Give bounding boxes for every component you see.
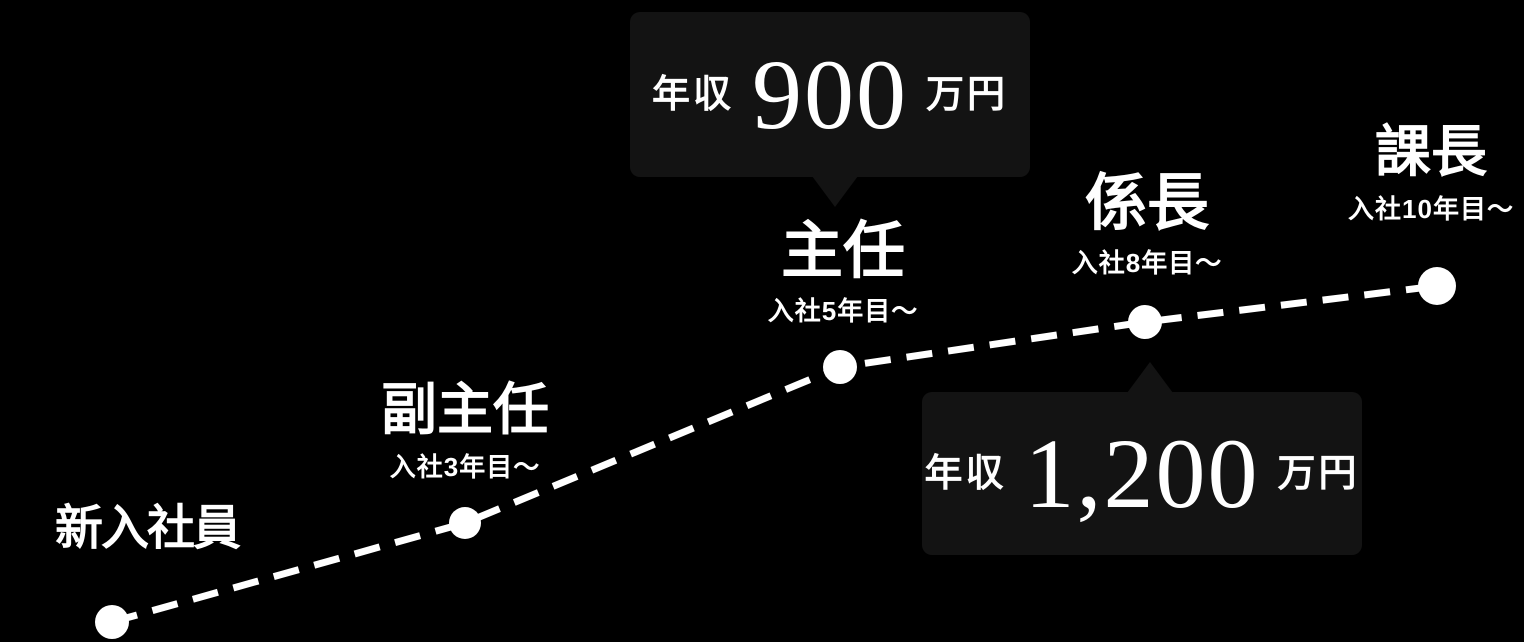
salary-callout-1200: 年収 1,200 万円 — [922, 362, 1362, 555]
salary-suffix-label: 万円 — [926, 73, 1009, 116]
salary-callout-900: 年収 900 万円 — [630, 12, 1030, 207]
career-step-kacho: 課長 入社10年目～ — [1348, 120, 1514, 226]
career-step-kakaricho: 係長 入社8年目～ — [1072, 171, 1222, 280]
salary-suffix-label: 万円 — [1277, 452, 1360, 495]
career-step-shunin: 主任 入社5年目～ — [768, 219, 918, 328]
callout-pointer-down-icon — [812, 176, 858, 207]
career-step-shinnyushain: 新入社員 — [54, 502, 241, 555]
salary-prefix-label: 年収 — [924, 452, 1007, 495]
milestone-dot-shunin — [823, 350, 857, 384]
step-tenure-label: 入社3年目～ — [389, 451, 541, 482]
step-tenure-label: 入社8年目～ — [1071, 248, 1223, 279]
step-title: 主任 — [780, 217, 905, 286]
milestone-dot-shinnyushain — [95, 605, 129, 639]
step-title: 係長 — [1084, 169, 1209, 238]
step-title: 新入社員 — [54, 502, 241, 555]
callout-pointer-up-icon — [1127, 362, 1173, 393]
milestone-dot-kacho — [1418, 267, 1456, 305]
step-title: 副主任 — [381, 378, 549, 441]
salary-amount-value: 900 — [752, 38, 908, 150]
milestone-dot-fukushunin — [449, 507, 481, 539]
step-title: 課長 — [1374, 120, 1487, 183]
career-step-fukushunin: 副主任 入社3年目～ — [381, 378, 549, 484]
milestone-dot-kakaricho — [1128, 305, 1162, 339]
salary-amount-value: 1,200 — [1024, 417, 1260, 529]
step-tenure-label: 入社10年目～ — [1348, 193, 1514, 224]
salary-prefix-label: 年収 — [651, 73, 734, 116]
step-tenure-label: 入社5年目～ — [767, 296, 919, 327]
